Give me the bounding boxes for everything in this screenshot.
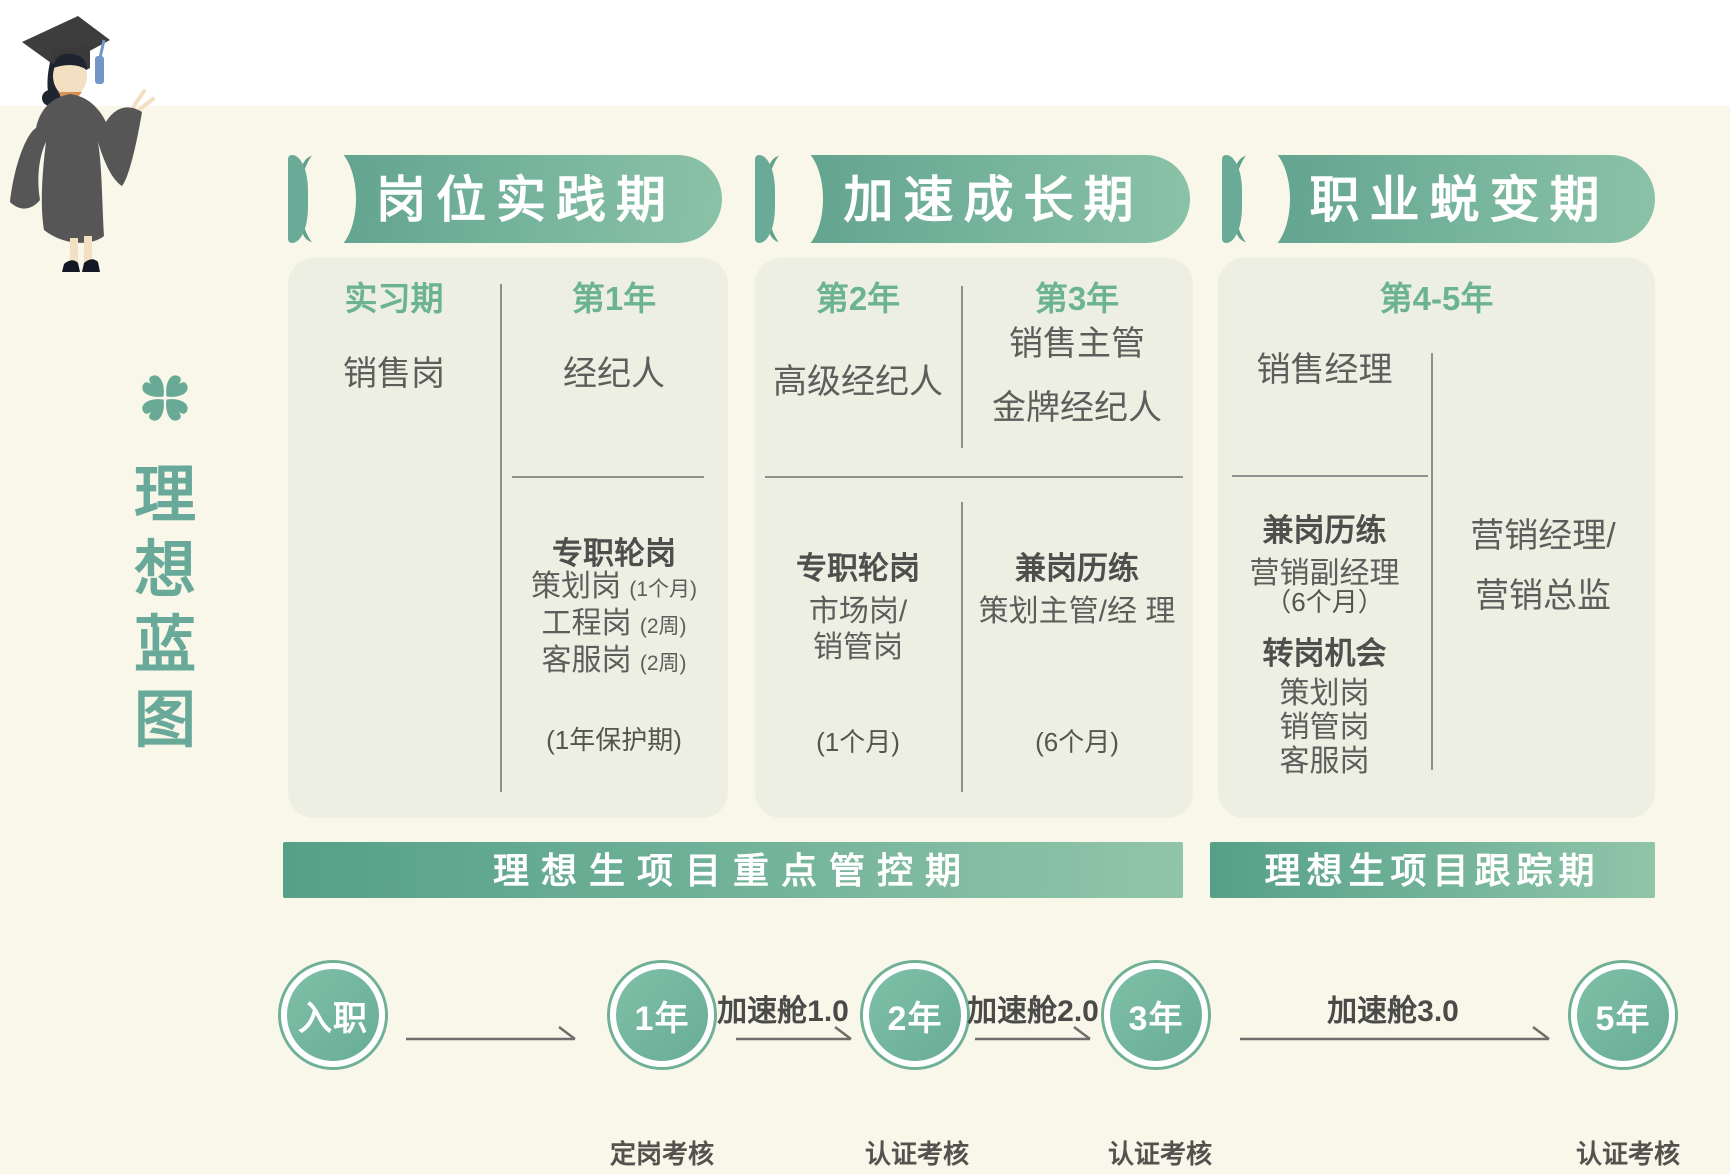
graduate-illustration	[6, 6, 158, 272]
stage3-right-role-line2: 营销总监	[1475, 577, 1611, 615]
stage2-right-line1: 策划主管/经 理	[978, 595, 1176, 628]
phase-bar-control-period: 理想生项目重点管控期	[283, 842, 1183, 898]
stage1-left-role: 销售岗	[343, 355, 445, 393]
stage1-left-period: 实习期	[344, 280, 444, 317]
vertical-title-char: 理	[133, 461, 196, 530]
stage1-rotation-heading: 专职轮岗	[552, 536, 676, 571]
stage2-left-line2: 销管岗	[813, 631, 903, 664]
node-sublabel-year2: 认证考核	[864, 1139, 969, 1169]
banner-left-sliver	[755, 155, 775, 243]
stage2-left-footnote: (1个月)	[816, 727, 900, 757]
transfer-item: 策划岗	[1279, 677, 1370, 710]
transfer-item: 销管岗	[1279, 711, 1370, 744]
stage3-left-role: 销售经理	[1256, 351, 1393, 389]
stage2-banner-title: 加速成长期	[843, 172, 1144, 228]
rotation-item-text: 客服岗	[541, 644, 632, 677]
accelerator-label-1: 加速舱1.0	[717, 995, 849, 1028]
stage2-banner: 加速成长期	[755, 146, 1190, 252]
timeline-arrow	[406, 1023, 578, 1047]
banner-ribbon	[302, 155, 722, 243]
timeline-arrow	[736, 1023, 854, 1047]
stage1-right-role: 经纪人	[563, 355, 665, 393]
accelerator-label-2: 加速舱2.0	[967, 995, 1099, 1028]
stage3-banner: 职业蜕变期	[1222, 146, 1655, 252]
timeline-node-year2: 2年	[863, 963, 967, 1067]
stage2-right-role-line2: 金牌经纪人	[992, 389, 1162, 427]
rotation-item-text: 策划岗	[530, 570, 621, 603]
stage2-right-heading: 兼岗历练	[1015, 551, 1139, 586]
stage2-panel: 第2年 第3年 高级经纪人 销售主管 金牌经纪人 专职轮岗 市场岗/ 销管岗 (…	[755, 258, 1193, 818]
stage1-banner-title: 岗位实践期	[376, 172, 676, 228]
banner-ribbon	[1236, 155, 1655, 243]
vertical-title-char: 想	[133, 536, 196, 605]
stage3-right-role-line1: 营销经理/	[1470, 517, 1616, 555]
stage2-left-role: 高级经纪人	[773, 363, 943, 401]
divider	[500, 284, 502, 792]
timeline-node-year5: 5年	[1571, 963, 1675, 1067]
timeline-node-entry: 入职	[281, 963, 385, 1067]
stage3-left-heading1: 兼岗历练	[1262, 513, 1387, 548]
stage2-left-period: 第2年	[815, 280, 901, 317]
stage2-left-line1: 市场岗/	[808, 595, 908, 628]
stage1-footnote: (1年保护期)	[546, 725, 682, 755]
rotation-item-text: 工程岗	[541, 607, 632, 640]
divider	[961, 286, 963, 448]
divider	[765, 476, 1183, 478]
rotation-item: 客服岗 (2周)	[500, 635, 728, 679]
top-white-band	[0, 0, 1730, 106]
banner-left-sliver	[1222, 155, 1242, 243]
stage3-period: 第4-5年	[1379, 280, 1494, 317]
stage3-left-heading2: 转岗机会	[1262, 636, 1387, 671]
stage3-banner-title: 职业蜕变期	[1309, 172, 1610, 228]
node-sublabel-year1: 定岗考核	[609, 1139, 714, 1169]
stage3-panel: 第4-5年 销售经理 兼岗历练 营销副经理 （6个月） 转岗机会 策划岗 销管岗…	[1218, 258, 1655, 818]
banner-left-sliver	[288, 155, 308, 243]
stage2-right-role-line1: 销售主管	[1009, 325, 1145, 363]
divider	[512, 476, 704, 478]
vertical-title: 理 想 蓝 图	[130, 458, 200, 758]
rotation-item-note: (1个月)	[629, 578, 697, 601]
stage1-banner: 岗位实践期	[288, 146, 722, 252]
banner-notch-cut	[767, 146, 823, 252]
banner-ribbon	[769, 155, 1190, 243]
rotation-item-note: (2周)	[639, 615, 687, 638]
stage3-left-line1: 营销副经理	[1249, 557, 1400, 590]
accelerator-label-3: 加速舱3.0	[1327, 995, 1459, 1028]
stage2-left-heading: 专职轮岗	[796, 551, 920, 586]
timeline-arrow	[975, 1023, 1093, 1047]
rotation-item-note: (2周)	[639, 652, 687, 675]
timeline-node-year3: 3年	[1104, 963, 1208, 1067]
node-sublabel-year5: 认证考核	[1575, 1139, 1680, 1169]
divider	[1232, 475, 1428, 477]
stage2-right-footnote: (6个月)	[1035, 727, 1119, 757]
banner-notch-cut	[1234, 146, 1290, 252]
divider	[961, 502, 963, 792]
stage3-left-line2: （6个月）	[1265, 587, 1384, 617]
stage2-right-period: 第3年	[1034, 280, 1120, 317]
transfer-item: 客服岗	[1279, 745, 1370, 778]
rotation-item: 策划岗 (1个月)	[500, 561, 728, 605]
stage1-panel: 实习期 第1年 销售岗 经纪人 专职轮岗 策划岗 (1个月) 工程岗 (2周) …	[288, 258, 728, 818]
clover-icon	[134, 368, 196, 428]
timeline-arrow	[1240, 1023, 1552, 1047]
banner-notch-cut	[300, 146, 356, 252]
phase-bar-tracking-period: 理想生项目跟踪期	[1210, 842, 1655, 898]
graduate-icon	[10, 16, 155, 272]
vertical-title-char: 图	[133, 686, 196, 755]
vertical-title-char: 蓝	[133, 611, 196, 680]
node-sublabel-year3: 认证考核	[1107, 1139, 1212, 1169]
divider	[1431, 353, 1433, 770]
rotation-item: 工程岗 (2周)	[500, 598, 728, 642]
stage1-right-period: 第1年	[571, 280, 657, 317]
timeline-node-year1: 1年	[610, 963, 714, 1067]
